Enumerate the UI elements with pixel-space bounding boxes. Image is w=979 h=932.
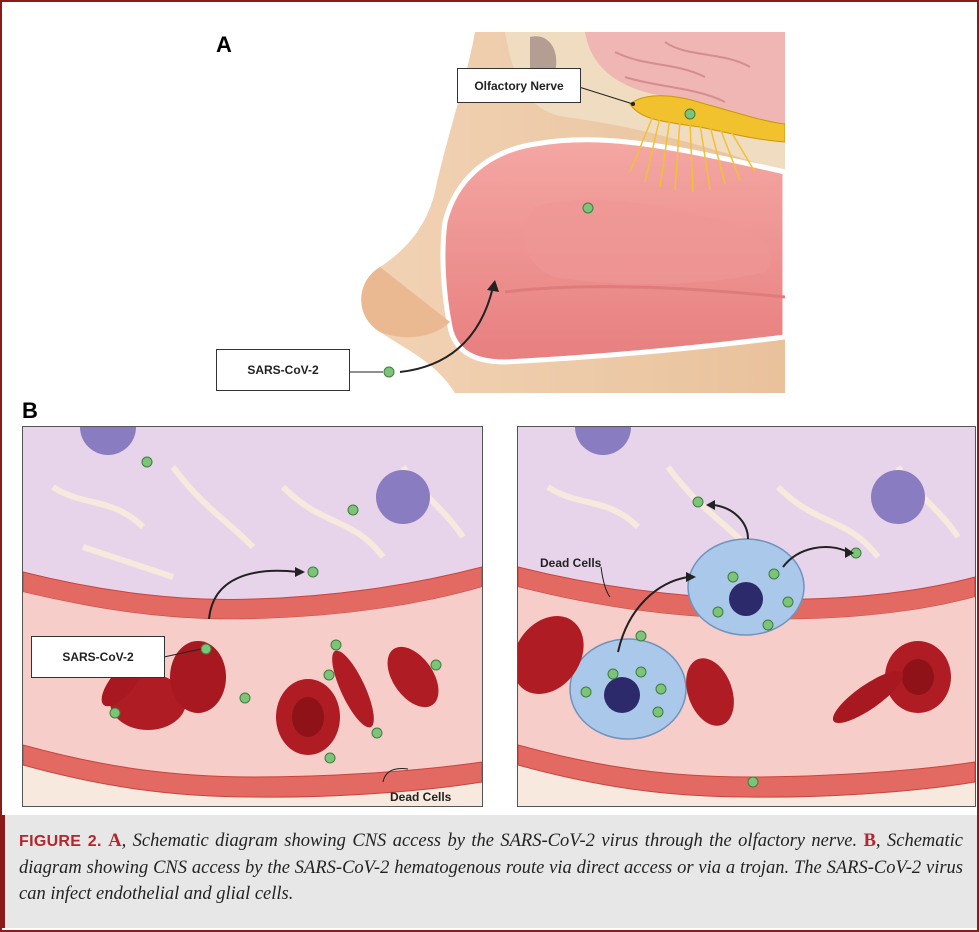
figure-label: FIGURE 2.: [19, 833, 102, 850]
olfactory-nerve-label: Olfactory Nerve: [457, 68, 581, 103]
glial-cell: [376, 470, 430, 524]
sars-cov-2-label-a: SARS-CoV-2: [216, 349, 350, 391]
sars-cov-2-label-b: SARS-CoV-2: [31, 636, 165, 678]
immune-cell-nucleus: [729, 582, 763, 616]
panel-b-letter: B: [22, 398, 38, 424]
figure-caption: FIGURE 2. A, Schematic diagram showing C…: [2, 815, 977, 928]
panel-a-letter: A: [216, 32, 232, 58]
caption-a-letter: A: [108, 831, 121, 851]
virus-particle: [685, 109, 695, 119]
blood-vessel-trojan: [518, 427, 975, 806]
immune-cell-nucleus: [604, 677, 640, 713]
caption-text: FIGURE 2. A, Schematic diagram showing C…: [19, 828, 963, 907]
virus-particle: [384, 367, 394, 377]
dead-cells-label-right: Dead Cells: [540, 556, 601, 570]
caption-a-text: , Schematic diagram showing CNS access b…: [122, 831, 858, 851]
panel-b-trojan-route: [517, 426, 976, 807]
dead-cells-label-left: Dead Cells: [390, 790, 451, 804]
blood-vessel-direct: [23, 427, 482, 806]
red-blood-cell: [170, 641, 226, 713]
panel-b-direct-route: [22, 426, 483, 807]
caption-b-letter: B: [864, 831, 876, 851]
virus-particle: [583, 203, 593, 213]
glial-cell: [871, 470, 925, 524]
